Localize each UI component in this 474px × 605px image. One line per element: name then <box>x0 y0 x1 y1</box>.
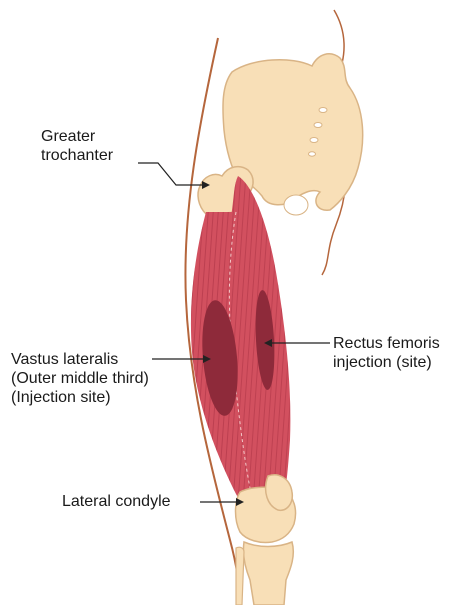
rectus-femoris-label-line-1: Rectus femoris <box>333 334 440 353</box>
lateral-condyle-label-text: Lateral condyle <box>62 492 171 511</box>
rectus-femoris-label-line-2: injection (site) <box>333 353 440 372</box>
greater-trochanter-label: Greater trochanter <box>41 127 113 165</box>
tibia-bone <box>243 542 293 605</box>
rectus-femoris-label: Rectus femoris injection (site) <box>333 334 440 372</box>
vastus-lateralis-label-line-3: (Injection site) <box>11 388 149 407</box>
vastus-lateralis-label-line-2: (Outer middle third) <box>11 369 149 388</box>
lateral-condyle-label: Lateral condyle <box>62 492 171 511</box>
fibula-bone <box>236 547 244 605</box>
greater-trochanter-label-line-2: trochanter <box>41 146 113 165</box>
obturator-foramen <box>284 195 308 215</box>
vastus-lateralis-label-line-1: Vastus lateralis <box>11 350 149 369</box>
greater-trochanter-label-line-1: Greater <box>41 127 113 146</box>
vastus-lateralis-label: Vastus lateralis (Outer middle third) (I… <box>11 350 149 407</box>
